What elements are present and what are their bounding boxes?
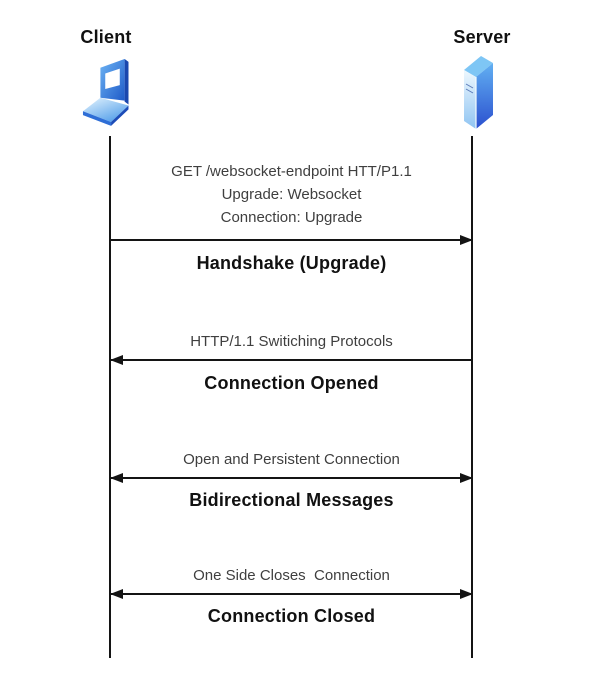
message-handshake: GET /websocket-endpoint HTT/P1.1 Upgrade… <box>110 160 473 274</box>
client-laptop-icon <box>82 50 144 128</box>
message-text-line: GET /websocket-endpoint HTT/P1.1 <box>171 163 412 180</box>
message-text-line: Open and Persistent Connection <box>183 451 400 468</box>
arrow-shaft <box>111 239 472 241</box>
message-title: Bidirectional Messages <box>189 490 394 510</box>
message-title: Connection Closed <box>207 606 376 626</box>
arrowhead-right-icon <box>460 235 473 245</box>
message-arrow-both <box>110 472 473 484</box>
arrowhead-left-icon <box>110 589 123 599</box>
arrowhead-right-icon <box>460 473 473 483</box>
arrowhead-right-icon <box>460 589 473 599</box>
server-tower-icon <box>452 50 498 132</box>
arrow-shaft <box>111 359 472 361</box>
arrow-shaft <box>111 593 472 595</box>
message-text-line: One Side Closes Connection <box>193 567 390 584</box>
server-lifeline <box>471 136 473 658</box>
message-bidirectional: Open and Persistent Connection Bidirecti… <box>110 448 473 511</box>
client-lifeline <box>109 136 111 658</box>
message-arrow-both <box>110 588 473 600</box>
message-title: Handshake (Upgrade) <box>196 253 387 273</box>
arrowhead-left-icon <box>110 355 123 365</box>
server-icon-svg <box>464 56 493 129</box>
message-arrow-left <box>110 354 473 366</box>
message-text-line: Connection: Upgrade <box>220 209 363 226</box>
message-text-line: Upgrade: Websocket <box>221 186 362 203</box>
server-label: Server <box>453 27 511 47</box>
message-arrow-right <box>110 234 473 246</box>
message-text-line: HTTP/1.1 Switiching Protocols <box>190 333 393 350</box>
client-label: Client <box>80 27 132 47</box>
arrowhead-left-icon <box>110 473 123 483</box>
message-title: Connection Opened <box>204 373 379 393</box>
message-connection-opened: HTTP/1.1 Switiching Protocols Connection… <box>110 330 473 394</box>
arrow-shaft <box>111 477 472 479</box>
message-connection-closed: One Side Closes Connection Connection Cl… <box>110 564 473 627</box>
laptop-icon-svg <box>82 58 129 126</box>
